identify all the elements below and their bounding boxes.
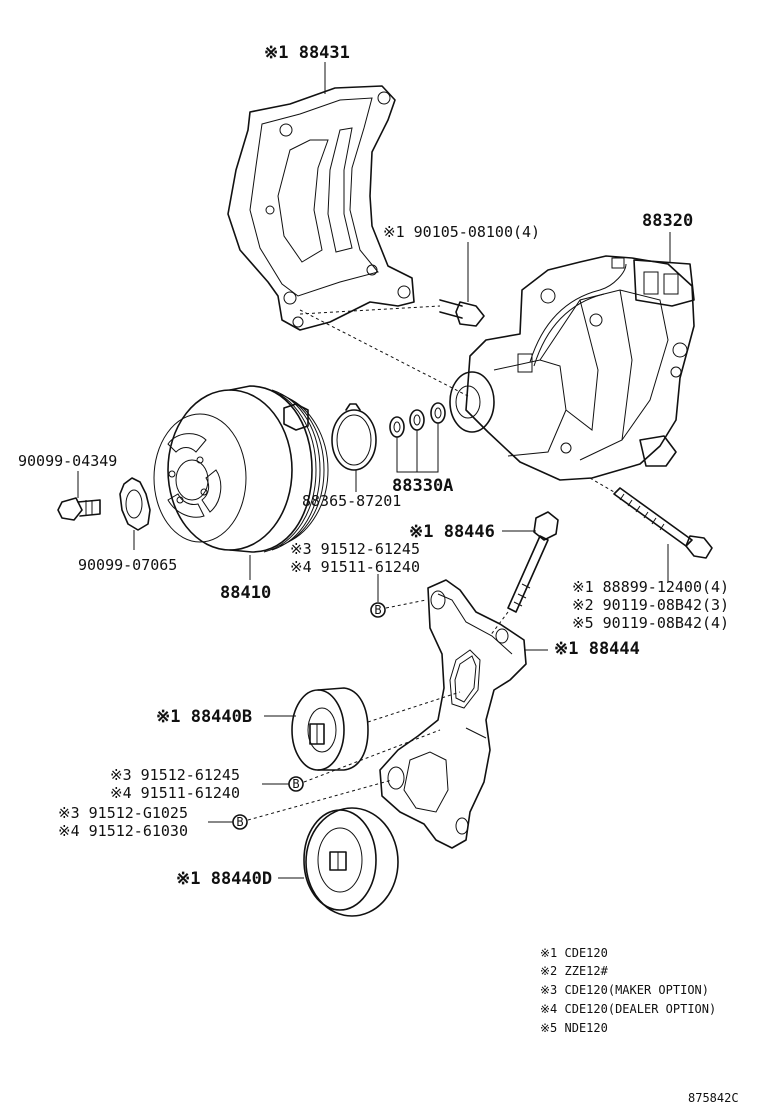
label-88365-87201: 88365-87201 bbox=[302, 492, 401, 510]
label-bolt-long-a: ※1 88899-12400(4) bbox=[572, 578, 729, 596]
label-88440D: ※1 88440D bbox=[176, 869, 272, 889]
b-marker-1-text: B bbox=[374, 603, 381, 617]
label-nut-b3-a: ※3 91512-G1025 bbox=[58, 804, 188, 822]
label-90105-08100: ※1 90105-08100(4) bbox=[383, 223, 540, 241]
label-88444: ※1 88444 bbox=[554, 639, 640, 659]
legend-item-1: ※1 CDE120 bbox=[540, 946, 608, 960]
snap-ring-drawing bbox=[331, 403, 377, 492]
drawing-code: 875842C bbox=[688, 1091, 739, 1105]
legend-item-3: ※3 CDE120(MAKER OPTION) bbox=[540, 983, 709, 997]
label-bolt-long-c: ※5 90119-08B42(4) bbox=[572, 614, 729, 632]
long-bolt-drawing bbox=[589, 477, 713, 582]
idler-bolt-drawing bbox=[489, 511, 559, 637]
b-marker-3-text: B bbox=[236, 815, 243, 829]
b-marker-2: B bbox=[262, 729, 441, 792]
idler-pulley-b-drawing bbox=[264, 687, 461, 771]
label-88440B: ※1 88440B bbox=[156, 707, 252, 727]
label-88320: 88320 bbox=[642, 211, 693, 231]
legend: ※1 CDE120 ※2 ZZE12# ※3 CDE120(MAKER OPTI… bbox=[540, 946, 716, 1035]
label-nut-b1-b: ※4 91511-61240 bbox=[290, 558, 420, 576]
small-bolt-drawing bbox=[57, 471, 101, 521]
label-90099-07065: 90099-07065 bbox=[78, 556, 177, 574]
label-90099-04349: 90099-04349 bbox=[18, 452, 117, 470]
label-nut-b2-a: ※3 91512-61245 bbox=[110, 766, 240, 784]
mounting-bolt-drawing bbox=[299, 242, 485, 327]
legend-item-2: ※2 ZZE12# bbox=[540, 964, 609, 978]
shims-drawing bbox=[389, 402, 446, 473]
label-88410: 88410 bbox=[220, 583, 271, 603]
label-nut-b2-b: ※4 91511-61240 bbox=[110, 784, 240, 802]
compressor-bracket-drawing bbox=[227, 85, 415, 331]
label-bolt-long-b: ※2 90119-08B42(3) bbox=[572, 596, 729, 614]
label-88446: ※1 88446 bbox=[409, 522, 495, 542]
idler-bracket-drawing bbox=[379, 579, 548, 849]
label-nut-b1-a: ※3 91512-61245 bbox=[290, 540, 420, 558]
legend-item-4: ※4 CDE120(DEALER OPTION) bbox=[540, 1002, 716, 1016]
label-88330A: 88330A bbox=[392, 476, 453, 496]
label-nut-b3-b: ※4 91512-61030 bbox=[58, 822, 188, 840]
lock-washer-drawing bbox=[119, 477, 151, 550]
b-marker-1: B bbox=[370, 574, 427, 618]
compressor-drawing bbox=[299, 255, 695, 481]
legend-item-5: ※5 NDE120 bbox=[540, 1021, 608, 1035]
b-marker-2-text: B bbox=[292, 777, 299, 791]
magnetic-clutch-pulley-drawing bbox=[153, 385, 329, 580]
label-88431: ※1 88431 bbox=[264, 43, 350, 63]
b-marker-3: B bbox=[208, 779, 393, 830]
idler-pulley-d-drawing bbox=[278, 807, 399, 917]
